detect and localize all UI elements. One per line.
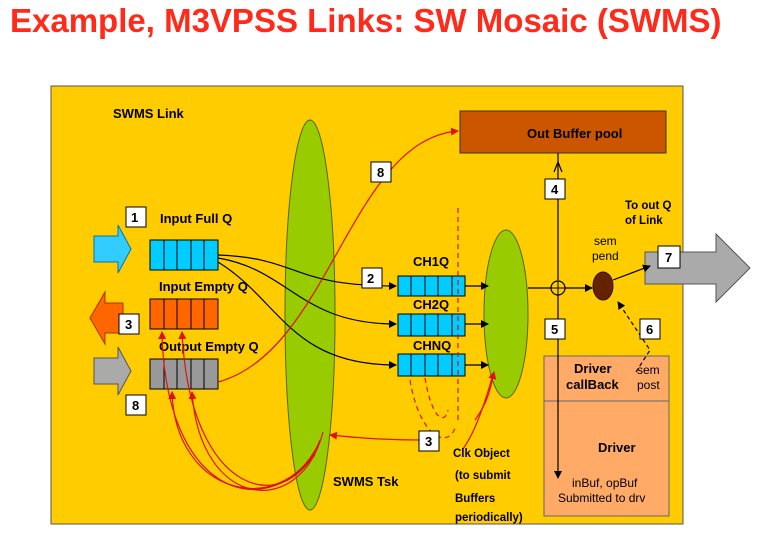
input-empty-queue — [149, 298, 219, 330]
step-6-badge: 6 — [639, 318, 661, 340]
step-3-left-badge: 3 — [118, 313, 140, 335]
to-out-q-label-1: To out Q — [625, 200, 671, 212]
svg-text:4: 4 — [551, 182, 559, 197]
driver-sub-label-2: Submitted to drv — [558, 491, 645, 505]
red-arrow-clk-to-tsk — [329, 431, 421, 441]
flow-arrow-input-to-ch2 — [217, 257, 397, 328]
driver-callback-box — [543, 355, 670, 402]
out-buffer-pool-label: Out Buffer pool — [527, 126, 622, 141]
sem-to-out-line — [612, 264, 651, 281]
pool-arrowhead — [553, 161, 563, 173]
clk-object-label: Clk Object — [453, 448, 510, 460]
step-8-top-badge: 8 — [370, 161, 392, 183]
red-arrow-from-ellipse — [461, 377, 493, 451]
step-1-badge: 1 — [125, 206, 147, 228]
driver-box — [543, 400, 670, 517]
svg-text:3: 3 — [425, 434, 432, 449]
red-arrow-return-4 — [158, 331, 316, 490]
chnq-label: CHNQ — [413, 338, 451, 353]
driver-callback-label-1: Driver — [574, 361, 612, 376]
ch2q-label: CH2Q — [413, 297, 449, 312]
svg-text:1: 1 — [131, 210, 138, 225]
svg-text:5: 5 — [551, 322, 558, 337]
ch1q-label: CH1Q — [413, 254, 449, 269]
step-8-left-badge: 8 — [125, 394, 147, 416]
step-3-clk-badge: 3 — [418, 430, 440, 452]
svg-text:3: 3 — [125, 317, 132, 332]
clk-label-4: periodically) — [455, 512, 523, 524]
svg-text:8: 8 — [132, 398, 139, 413]
swms-link-label: SWMS Link — [113, 106, 185, 121]
output-to-link-arrow — [644, 232, 751, 304]
page-title: Example, M3VPSS Links: SW Mosaic (SWMS) — [10, 2, 722, 39]
ch2-queue — [397, 313, 466, 337]
red-dashed-loop-2 — [424, 377, 449, 419]
sem-post-label-2: post — [637, 378, 660, 392]
clk-label-2: (to submit — [455, 470, 511, 482]
svg-text:6: 6 — [646, 322, 653, 337]
process-ellipse — [483, 229, 529, 399]
driver-label: Driver — [598, 440, 636, 455]
input-full-q-label: Input Full Q — [160, 211, 232, 226]
input-full-arrow — [93, 224, 132, 274]
svg-text:7: 7 — [665, 250, 672, 265]
step-4-badge: 4 — [544, 178, 566, 200]
driver-callback-label-2: callBack — [566, 377, 620, 392]
input-full-queue — [149, 239, 219, 271]
driver-sub-label-1: inBuf, opBuf — [572, 476, 638, 490]
swms-tsk-label: SWMS Tsk — [333, 474, 399, 489]
sem-pend-label-1: sem — [594, 234, 617, 248]
red-arrow-to-pool — [217, 127, 459, 383]
clk-label-3: Buffers — [455, 493, 495, 505]
sem-post-label-1: sem — [637, 363, 660, 377]
out-buffer-pool — [459, 110, 667, 154]
sem-post-dashed-arrow — [617, 301, 651, 373]
output-empty-q-label: Output Empty Q — [159, 339, 259, 354]
svg-text:2: 2 — [367, 271, 374, 286]
step-2-badge: 2 — [361, 267, 383, 289]
svg-text:8: 8 — [377, 165, 384, 180]
sem-pend-dot — [592, 271, 614, 301]
chn-queue — [397, 353, 466, 377]
step-7-badge: 7 — [657, 245, 681, 269]
output-empty-arrow — [93, 346, 132, 396]
to-out-q-label-2: of Link — [625, 215, 663, 227]
swms-task-ellipse — [284, 119, 336, 511]
sem-pend-label-2: pend — [592, 249, 619, 263]
red-dashed-loop — [409, 379, 457, 439]
red-arrow-to-small-ellipse — [474, 371, 497, 421]
output-empty-queue — [149, 358, 219, 390]
input-empty-q-label: Input Empty Q — [159, 279, 248, 294]
step-5-badge: 5 — [544, 318, 566, 340]
ch1-queue — [397, 275, 466, 297]
